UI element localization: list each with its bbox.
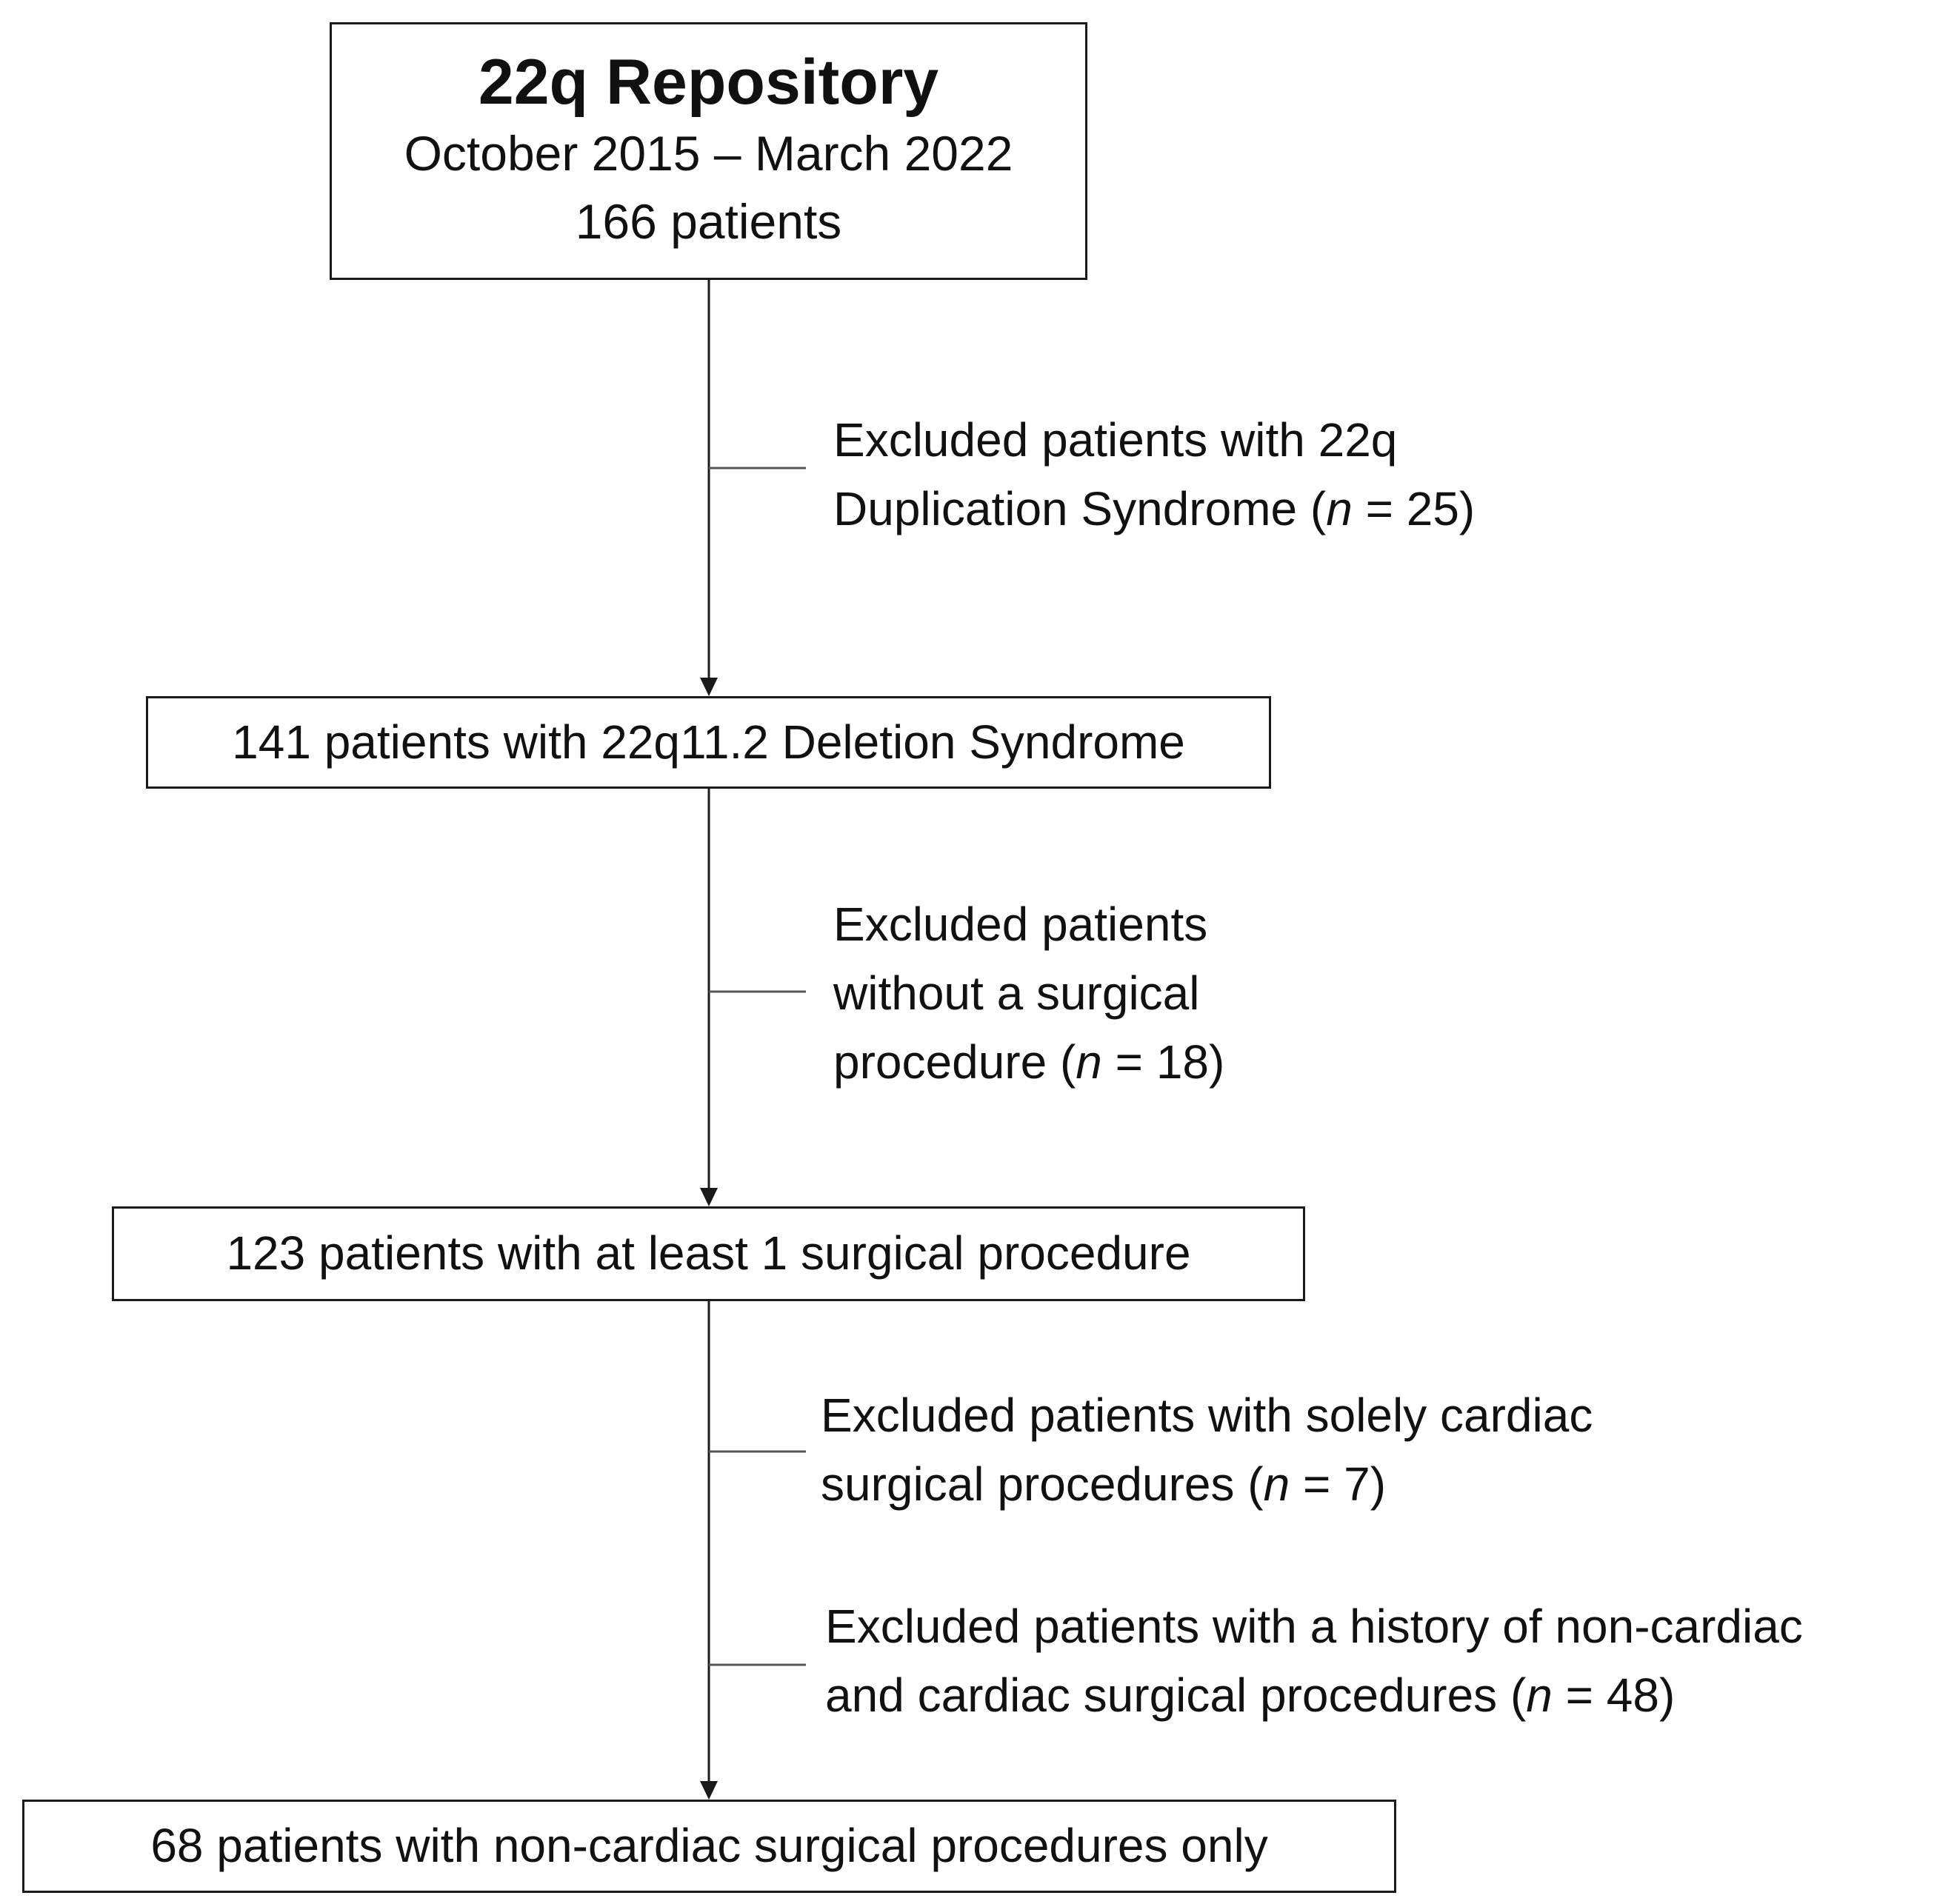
n-symbol: n bbox=[1263, 1457, 1290, 1511]
exclusion-line: Duplication Syndrome ( bbox=[833, 482, 1327, 535]
exclusion-line: without a surgical bbox=[833, 966, 1200, 1020]
exclusion-duplication: Excluded patients with 22q Duplication S… bbox=[833, 406, 1475, 544]
exclusion-mixed: Excluded patients with a history of non-… bbox=[825, 1592, 1803, 1730]
arrowhead-to-surgical bbox=[700, 1188, 718, 1206]
exclusion-line: Excluded patients with a history of non-… bbox=[825, 1600, 1803, 1653]
exclusion-line: surgical procedures ( bbox=[821, 1457, 1264, 1511]
n-symbol: n bbox=[1076, 1035, 1102, 1089]
arrowhead-to-deletion bbox=[700, 678, 718, 696]
exclusion-line: Excluded patients bbox=[833, 898, 1208, 951]
final-label: 68 patients with non-cardiac surgical pr… bbox=[150, 1819, 1268, 1873]
arrowhead-to-final bbox=[700, 1781, 718, 1800]
exclusion-solely-cardiac: Excluded patients with solely cardiac su… bbox=[821, 1381, 1593, 1519]
n-value: = 7) bbox=[1290, 1457, 1387, 1511]
repository-dates: October 2015 – March 2022 bbox=[404, 126, 1013, 181]
surgical-label: 123 patients with at least 1 surgical pr… bbox=[226, 1226, 1191, 1280]
exclusion-line: Excluded patients with 22q bbox=[833, 413, 1398, 467]
n-value: = 48) bbox=[1552, 1668, 1676, 1722]
deletion-label: 141 patients with 22q11.2 Deletion Syndr… bbox=[232, 715, 1185, 769]
exclusion-line: Excluded patients with solely cardiac bbox=[821, 1389, 1593, 1442]
exclusion-line: and cardiac surgical procedures ( bbox=[825, 1668, 1527, 1722]
repository-title: 22q Repository bbox=[478, 47, 939, 118]
n-value: = 18) bbox=[1101, 1035, 1225, 1089]
exclusion-line: procedure ( bbox=[833, 1035, 1076, 1089]
final-box: 68 patients with non-cardiac surgical pr… bbox=[22, 1800, 1396, 1893]
repository-count: 166 patients bbox=[575, 194, 842, 250]
n-symbol: n bbox=[1526, 1668, 1553, 1722]
repository-box: 22q Repository October 2015 – March 2022… bbox=[330, 22, 1087, 280]
n-value: = 25) bbox=[1352, 482, 1476, 535]
surgical-box: 123 patients with at least 1 surgical pr… bbox=[112, 1206, 1305, 1301]
deletion-box: 141 patients with 22q11.2 Deletion Syndr… bbox=[146, 696, 1271, 789]
n-symbol: n bbox=[1326, 482, 1353, 535]
exclusion-no-surgery: Excluded patients without a surgical pro… bbox=[833, 890, 1224, 1097]
